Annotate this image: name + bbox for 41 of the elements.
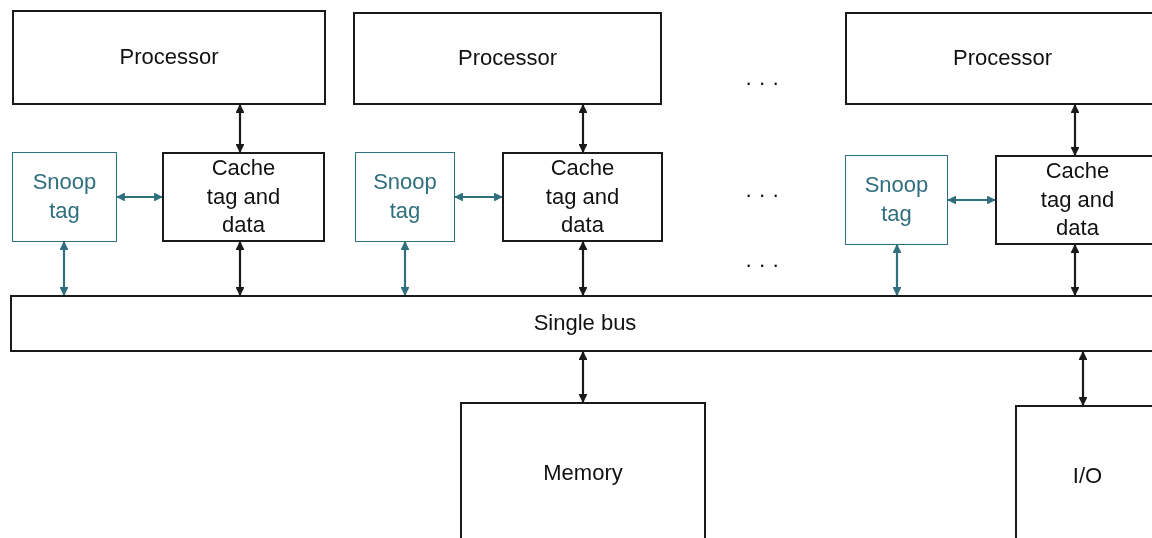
snoop-tag-box (12, 152, 117, 242)
bus-bar (10, 295, 1152, 352)
box-label: Snoop tag (372, 168, 438, 225)
component-box (12, 10, 326, 105)
double-arrow (235, 104, 245, 153)
component-box (460, 402, 706, 538)
box-label: Cache tag and data (1039, 157, 1116, 243)
box-label: I/O (1072, 462, 1103, 490)
box-label: Single bus (533, 309, 637, 338)
double-arrow (578, 104, 588, 153)
box-label: Processor (119, 43, 219, 72)
component-box (845, 12, 1152, 105)
box-label: Cache tag and data (544, 154, 621, 240)
box-label: Snoop tag (31, 168, 98, 225)
component-box (1015, 405, 1152, 538)
box-label: Snoop tag (863, 171, 930, 228)
box-label: Memory (543, 459, 623, 487)
double-arrow (892, 244, 902, 296)
double-arrow (578, 241, 588, 296)
component-box (995, 155, 1152, 245)
double-arrow (1078, 351, 1088, 406)
component-box (502, 152, 663, 242)
double-arrow (116, 192, 163, 202)
snoop-tag-box (845, 155, 948, 245)
double-arrow (1070, 244, 1080, 296)
component-box (162, 152, 325, 242)
double-arrow (59, 241, 69, 296)
double-arrow (578, 351, 588, 403)
double-arrow (235, 241, 245, 296)
snoop-tag-box (355, 152, 455, 242)
box-label: Cache tag and data (205, 154, 282, 240)
box-label: Processor (457, 44, 557, 73)
double-arrow (400, 241, 410, 296)
ellipsis: · · · (745, 182, 780, 208)
box-label: Processor (952, 44, 1052, 73)
double-arrow (1070, 104, 1080, 156)
double-arrow (947, 195, 996, 205)
double-arrow (454, 192, 503, 202)
component-box (353, 12, 662, 105)
ellipsis: · · · (745, 252, 780, 278)
ellipsis: · · · (745, 70, 780, 96)
